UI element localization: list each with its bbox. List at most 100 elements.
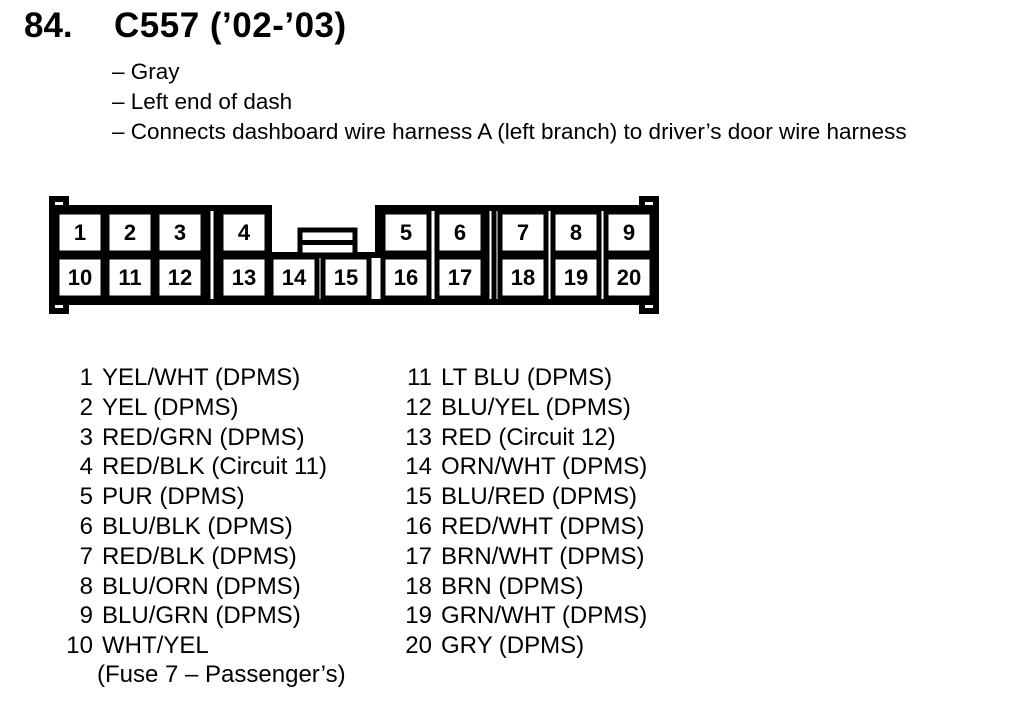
- pin-cell: [380, 254, 432, 301]
- pin-list-row: 8 BLU/ORN (DPMS): [63, 572, 346, 602]
- group-dividers: [205, 208, 497, 300]
- pin-list-left: 1 YEL/WHT (DPMS) 2 YEL (DPMS) 3 RED/GRN …: [63, 363, 346, 688]
- pin-list-row: 3 RED/GRN (DPMS): [63, 423, 346, 453]
- pin-cell: [104, 209, 156, 256]
- pin-number: 6: [454, 220, 466, 245]
- connector-diagram: 1 2 3 4 5 6 7 8 9 10 11 12 13 14 15 16 1…: [49, 196, 659, 314]
- pin-list-number: 10: [66, 632, 93, 660]
- pin-wire-label: BRN (DPMS): [441, 572, 584, 600]
- pin-list-number: 17: [405, 542, 432, 570]
- pin-list-row: 10 WHT/YEL (Fuse 7 – Passenger’s): [63, 631, 346, 688]
- pin-cell: [54, 254, 106, 301]
- pin-cell: [154, 209, 206, 256]
- pin-list-number: 7: [79, 542, 93, 570]
- pin-wire-label: RED/BLK (DPMS): [102, 542, 297, 570]
- pin-number: 17: [448, 265, 472, 290]
- pin-wire-label: BLU/YEL (DPMS): [441, 393, 631, 421]
- note-location: – Left end of dash: [112, 88, 293, 114]
- pin-cell: [550, 209, 602, 256]
- pin-list-number: 11: [407, 364, 432, 391]
- pin-list-row: 17 BRN/WHT (DPMS): [402, 542, 647, 572]
- pin-number: 7: [517, 220, 529, 245]
- pin-list-number: 5: [79, 483, 93, 511]
- pin-list-number: 8: [79, 572, 93, 600]
- pin-cell: [380, 209, 432, 256]
- pin-wire-label: RED/WHT (DPMS): [441, 512, 645, 540]
- pin-number: 3: [174, 220, 186, 245]
- pin-list-row: 18 BRN (DPMS): [402, 572, 647, 602]
- pin-list-number: 18: [405, 572, 432, 600]
- pin-number: 12: [168, 265, 192, 290]
- pin-cell: [497, 254, 549, 301]
- pin-list-row: 16 RED/WHT (DPMS): [402, 512, 647, 542]
- pin-list-row: 2 YEL (DPMS): [63, 393, 346, 423]
- pin-wire-label: YEL/WHT (DPMS): [102, 364, 301, 391]
- pin-wire-label: GRY (DPMS): [441, 632, 585, 660]
- pin-list-row: 4 RED/BLK (Circuit 11): [63, 452, 346, 482]
- pin-number: 18: [511, 265, 535, 290]
- page-title: C557 (’02-’03): [114, 6, 347, 45]
- pin-list-number: 9: [79, 602, 93, 630]
- pin-wire-label: WHT/YEL: [102, 632, 209, 660]
- pin-list-row: 20 GRY (DPMS): [402, 631, 647, 661]
- pin-cell: [603, 209, 655, 256]
- pin-number: 8: [570, 220, 582, 245]
- pin-wire-label: LT BLU (DPMS): [441, 364, 613, 391]
- pin-list-row: 1 YEL/WHT (DPMS): [63, 363, 346, 393]
- pin-list-number: 14: [405, 453, 432, 481]
- pin-list-number: 1: [79, 364, 93, 391]
- pin-cell: [603, 254, 655, 301]
- pin-wire-label: BLU/BLK (DPMS): [102, 512, 293, 540]
- pin-list-row: 7 RED/BLK (DPMS): [63, 542, 346, 572]
- pin-number: 19: [564, 265, 588, 290]
- connector-housing: [49, 196, 659, 314]
- pin-cell: [218, 254, 270, 301]
- pin-cell: [550, 254, 602, 301]
- pin-list-row: 19 GRN/WHT (DPMS): [402, 601, 647, 631]
- pin-list-number: 12: [405, 393, 432, 421]
- pin-cell: [154, 254, 206, 301]
- pin-number: 1: [74, 220, 86, 245]
- pin-wire-label: BLU/RED (DPMS): [441, 483, 638, 511]
- pin-cell: [434, 209, 486, 256]
- pin-cell: [434, 254, 486, 301]
- keying-tab: [297, 227, 358, 258]
- pin-list-row: 5 PUR (DPMS): [63, 482, 346, 512]
- pin-cell: [497, 209, 549, 256]
- pin-cell: [54, 209, 106, 256]
- connector-notes: – Gray – Left end of dash – Connects das…: [112, 57, 907, 146]
- pin-number: 10: [68, 265, 92, 290]
- pin-number: 2: [124, 220, 136, 245]
- pin-wire-label: GRN/WHT (DPMS): [441, 602, 648, 630]
- pin-wire-label: YEL (DPMS): [102, 393, 239, 421]
- pin-wire-label: BLU/GRN (DPMS): [102, 602, 301, 630]
- pin-wire-label: RED/BLK (Circuit 11): [102, 453, 327, 481]
- connector-pin-numbers: 1 2 3 4 5 6 7 8 9 10 11 12 13 14 15 16 1…: [68, 220, 641, 290]
- pin-list-number: 15: [405, 483, 432, 511]
- pin-list-number: 19: [405, 602, 432, 630]
- pin-wire-label: RED (Circuit 12): [441, 423, 616, 451]
- pin-list-row: 12 BLU/YEL (DPMS): [402, 393, 647, 423]
- pin-number: 11: [118, 265, 141, 290]
- pin-list-row: 14 ORN/WHT (DPMS): [402, 452, 647, 482]
- pin-number: 20: [617, 265, 641, 290]
- pin-wire-label-wrap: WHT/YEL (Fuse 7 – Passenger’s): [97, 631, 346, 688]
- pin-list-right: 11 LT BLU (DPMS) 12 BLU/YEL (DPMS) 13 RE…: [402, 363, 647, 661]
- pin-list-row: 13 RED (Circuit 12): [402, 423, 647, 453]
- pin-number: 13: [232, 265, 256, 290]
- note-function: – Connects dashboard wire harness A (lef…: [112, 118, 907, 144]
- pin-list-row: 9 BLU/GRN (DPMS): [63, 601, 346, 631]
- pin-wire-label: RED/GRN (DPMS): [102, 423, 305, 451]
- pin-number: 14: [282, 265, 307, 290]
- item-number: 84.: [24, 6, 73, 45]
- pin-cell: [104, 254, 156, 301]
- pin-list-number: 6: [79, 512, 93, 540]
- pin-list-number: 3: [79, 423, 93, 451]
- pin-number: 16: [394, 265, 418, 290]
- pin-number: 9: [623, 220, 635, 245]
- pin-number: 5: [400, 220, 412, 245]
- pin-wire-label: BRN/WHT (DPMS): [441, 542, 645, 570]
- pin-wire-sublabel: (Fuse 7 – Passenger’s): [97, 660, 346, 688]
- pin-list-row: 11 LT BLU (DPMS): [402, 363, 647, 393]
